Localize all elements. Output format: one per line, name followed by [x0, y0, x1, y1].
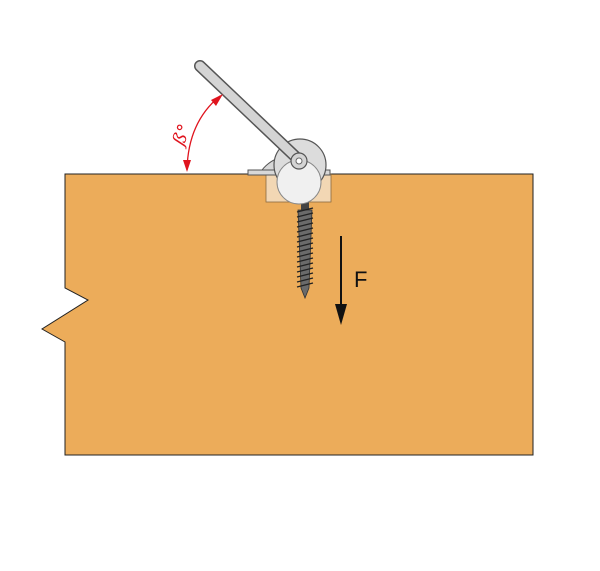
force-label: F — [354, 267, 367, 292]
screw-thread — [296, 232, 314, 238]
angle-arrowhead-bottom — [183, 160, 191, 172]
force-arrow-down — [335, 236, 347, 325]
screw-thread — [296, 272, 314, 278]
screw-thread — [296, 242, 314, 248]
screw-thread — [296, 252, 314, 258]
screw-thread — [296, 207, 314, 213]
lifting-handle — [194, 60, 308, 170]
screw-thread — [296, 222, 314, 228]
angle-arrowhead-top — [211, 94, 223, 106]
screw-thread — [296, 262, 314, 268]
wood-screw-icon — [296, 198, 314, 300]
screw-thread — [296, 237, 314, 243]
screw-thread — [296, 217, 314, 223]
angle-indicator — [183, 94, 223, 172]
screw-thread — [296, 282, 314, 288]
screw-thread — [296, 267, 314, 273]
timber-beam — [41, 173, 534, 456]
screw-thread — [296, 212, 314, 218]
screw-thread — [296, 247, 314, 253]
screw-thread — [296, 227, 314, 233]
screw-thread — [296, 257, 314, 263]
screw-thread — [296, 277, 314, 283]
angle-label: ß° — [168, 121, 196, 150]
